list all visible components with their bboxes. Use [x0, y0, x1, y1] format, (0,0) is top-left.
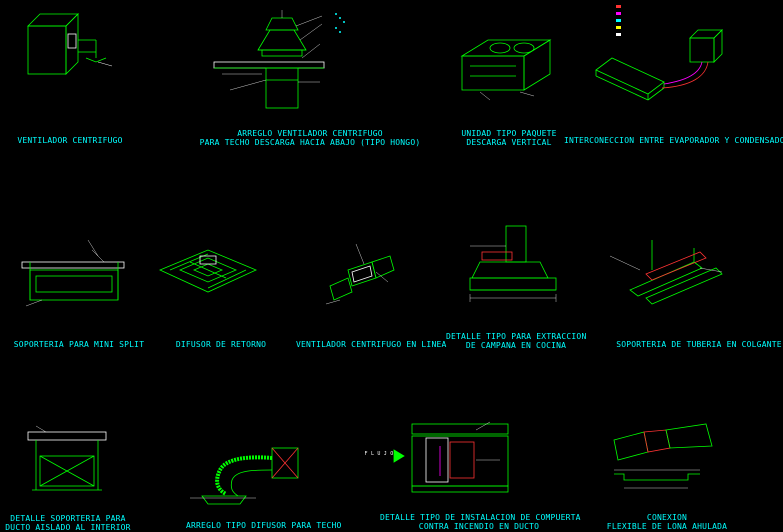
detail-hanging-pipe-drawing — [609, 240, 723, 305]
caption-soporteria-tuberia: SOPORTERIA DE TUBERIA EN COLGANTE — [616, 340, 782, 349]
caption-extraccion-campana: DETALLE TIPO PARA EXTRACCION DE CAMPANA … — [446, 332, 586, 350]
caption-compuerta-incendio: DETALLE TIPO DE INSTALACION DE COMPUERTA… — [380, 513, 581, 531]
detail-package-unit-drawing — [460, 39, 552, 101]
caption-line: DETALLE SOPORTERIA PARA — [10, 514, 126, 523]
caption-line: DE CAMPANA EN COCINA — [465, 341, 567, 350]
caption-line: ARREGLO TIPO DIFUSOR PARA TECHO — [186, 521, 342, 530]
caption-line: DETALLE TIPO DE INSTALACION DE COMPUERTA — [380, 513, 581, 522]
flow-label: F L U J O — [362, 450, 396, 459]
detail-interconnection-legend — [616, 5, 621, 36]
caption-line: INTERCONECCION ENTRE EVAPORADOR Y CONDEN… — [564, 136, 783, 145]
caption-line: DIFUSOR DE RETORNO — [175, 340, 267, 349]
detail-fire-damper-drawing — [393, 421, 509, 493]
detail-roof-fan-drawing — [213, 10, 325, 109]
caption-line: SOPORTERIA PARA MINI SPLIT — [13, 340, 145, 349]
detail-inline-fan-drawing — [325, 243, 395, 305]
detail-return-diffuser-drawing — [159, 249, 257, 293]
caption-arreglo-ventilador-techo: ARREGLO VENTILADOR CENTRIFUGO PARA TECHO… — [194, 129, 426, 147]
detail-flex-connection-drawing — [613, 423, 713, 489]
caption-line: SOPORTERIA DE TUBERIA EN COLGANTE — [616, 340, 782, 349]
caption-line: DUCTO AISLADO AL INTERIOR — [5, 523, 131, 532]
caption-soporteria-mini-split: SOPORTERIA PARA MINI SPLIT — [6, 340, 152, 349]
detail-centrifugal-fan-drawing — [27, 13, 113, 75]
caption-line: ARREGLO VENTILADOR CENTRIFUGO — [237, 129, 383, 138]
caption-line: DESCARGA VERTICAL — [466, 138, 552, 147]
caption-line: VENTILADOR CENTRIFUGO — [17, 136, 123, 145]
caption-line: FLEXIBLE DE LONA AHULADA — [606, 522, 728, 531]
caption-line: CONEXION — [646, 513, 688, 522]
detail-interconnection-drawing — [595, 29, 723, 101]
detail-roof-fan-callout-dots — [335, 13, 345, 33]
caption-interconeccion: INTERCONECCION ENTRE EVAPORADOR Y CONDEN… — [564, 136, 783, 145]
caption-ventilador-en-linea: VENTILADOR CENTRIFUGO EN LINEA — [296, 340, 447, 349]
detail-duct-support-drawing — [27, 425, 107, 491]
flow-label-text: F L U J O — [364, 451, 394, 457]
caption-line: VENTILADOR CENTRIFUGO EN LINEA — [296, 340, 447, 349]
caption-conexion-flexible: CONEXION FLEXIBLE DE LONA AHULADA — [602, 513, 732, 531]
caption-unidad-tipo-paquete: UNIDAD TIPO PAQUETE DESCARGA VERTICAL — [446, 129, 572, 147]
detail-mini-split-support-drawing — [21, 239, 125, 307]
caption-difusor-techo: ARREGLO TIPO DIFUSOR PARA TECHO — [186, 521, 342, 530]
caption-line: CONTRA INCENDIO EN DUCTO — [418, 522, 540, 531]
caption-line: UNIDAD TIPO PAQUETE — [461, 129, 557, 138]
detail-kitchen-hood-drawing — [469, 225, 557, 302]
detail-ceiling-diffuser-drawing — [190, 447, 299, 505]
caption-ventilador-centrifugo: VENTILADOR CENTRIFUGO — [10, 136, 130, 145]
caption-difusor-retorno: DIFUSOR DE RETORNO — [166, 340, 276, 349]
caption-soporteria-ducto: DETALLE SOPORTERIA PARA DUCTO AISLADO AL… — [0, 514, 136, 532]
caption-line: PARA TECHO DESCARGA HACIA ABAJO (TIPO HO… — [199, 138, 421, 147]
caption-line: DETALLE TIPO PARA EXTRACCION — [446, 332, 587, 341]
